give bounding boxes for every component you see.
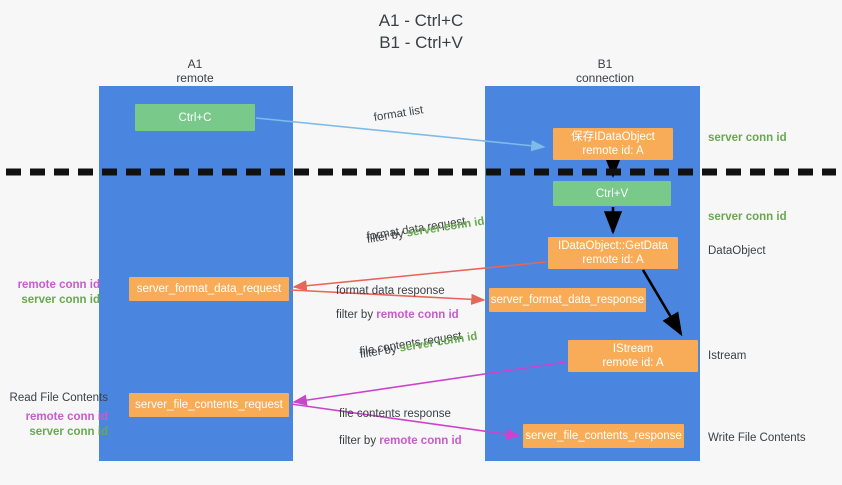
box-getdata-line1: IDataObject::GetData	[558, 240, 668, 252]
box-ctrl-v[interactable]: Ctrl+V	[553, 181, 671, 206]
lane-header-a1: A1 remote	[176, 57, 214, 85]
annotation-left-middle: remote conn id server conn id	[8, 278, 100, 308]
annotation-left-lower-remote: remote conn id	[25, 411, 108, 423]
box-idataobject-line2: remote id: A	[582, 145, 644, 157]
edge-label-file-contents-response-prefix: filter by	[339, 435, 380, 447]
annotation-write-file-contents: Write File Contents	[708, 432, 806, 444]
edge-label-format-data-response-token: remote conn id	[376, 309, 459, 321]
annotation-left-middle-server: server conn id	[21, 294, 100, 306]
box-ctrl-v-label: Ctrl+V	[595, 187, 629, 200]
edge-label-format-data-response: format data response filter by remote co…	[336, 284, 459, 323]
edge-label-file-contents-response-token: remote conn id	[379, 435, 462, 447]
box-getdata-line2: remote id: A	[582, 254, 644, 266]
box-server-file-contents-request[interactable]: server_file_contents_request	[129, 393, 289, 417]
box-istream-line1: IStream	[612, 343, 654, 355]
box-server-format-data-response[interactable]: server_format_data_response	[489, 288, 646, 312]
page-title: A1 - Ctrl+C B1 - Ctrl+V	[378, 11, 464, 52]
box-istream[interactable]: IStream remote id: A	[568, 340, 698, 372]
annotation-server-conn-id-second: server conn id	[708, 211, 787, 223]
edge-label-format-data-response-prefix: filter by	[336, 309, 377, 321]
box-server-file-contents-response-label: server_file_contents_response	[525, 430, 682, 442]
box-idataobject-getdata[interactable]: IDataObject::GetData remote id: A	[548, 237, 678, 269]
box-istream-line2: remote id: A	[602, 357, 664, 369]
box-server-file-contents-response[interactable]: server_file_contents_response	[523, 424, 684, 448]
edge-label-format-data-response-line1: format data response	[336, 285, 445, 297]
annotation-left-middle-remote: remote conn id	[17, 279, 100, 291]
box-idataobject-line1: 保存IDataObject	[571, 131, 655, 143]
edge-label-format-list: format list	[372, 104, 425, 124]
edge-label-file-contents-response: file contents response filter by remote …	[339, 407, 462, 449]
box-server-format-data-request-label: server_format_data_request	[136, 283, 282, 295]
lane-header-b1: B1 connection	[575, 57, 635, 85]
box-ctrl-c[interactable]: Ctrl+C	[135, 104, 255, 131]
annotation-istream: Istream	[708, 350, 747, 362]
box-idataobject[interactable]: 保存IDataObject remote id: A	[553, 128, 673, 160]
annotation-left-lower: Read File Contents remote conn id server…	[8, 391, 108, 440]
annotation-left-lower-server: server conn id	[29, 426, 108, 438]
annotation-server-conn-id-top: server conn id	[708, 132, 787, 144]
box-server-format-data-response-label: server_format_data_response	[490, 294, 645, 306]
box-server-format-data-request[interactable]: server_format_data_request	[129, 277, 289, 301]
box-ctrl-c-label: Ctrl+C	[178, 111, 212, 124]
annotation-dataobject: DataObject	[708, 245, 766, 257]
box-server-file-contents-request-label: server_file_contents_request	[135, 399, 283, 411]
annotation-read-file-contents: Read File Contents	[9, 392, 108, 404]
edge-label-file-contents-response-line1: file contents response	[339, 408, 451, 420]
